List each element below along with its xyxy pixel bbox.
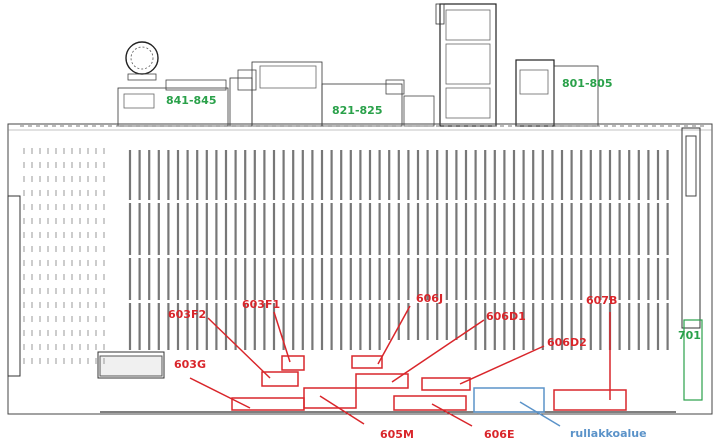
label-701: 701	[678, 329, 701, 342]
label-606E: 606E	[484, 428, 514, 441]
label-605M: 605M	[380, 428, 414, 441]
label-841-845: 841-845	[166, 94, 217, 107]
rullakko-area	[473, 387, 561, 427]
label-801-805: 801-805	[562, 77, 613, 90]
label-821-825: 821-825	[332, 104, 383, 117]
storage-racks	[20, 125, 704, 364]
label-603F2: 603F2	[168, 308, 206, 321]
label-603F1: 603F1	[242, 298, 280, 311]
tower	[439, 3, 497, 127]
building-821	[251, 61, 323, 127]
label-606D2: 606D2	[547, 336, 587, 349]
label-606D1: 606D1	[486, 310, 526, 323]
zone-callouts	[189, 305, 627, 427]
main-hall	[7, 123, 713, 415]
label-rullakkoalue: rullakkoalue	[570, 427, 647, 440]
label-606J: 606J	[416, 292, 443, 305]
label-603G: 603G	[174, 358, 206, 371]
aisle	[126, 300, 678, 303]
zone-701-box	[683, 319, 703, 401]
aisle	[126, 255, 678, 258]
label-607B: 607B	[586, 294, 617, 307]
aisle	[126, 200, 678, 203]
